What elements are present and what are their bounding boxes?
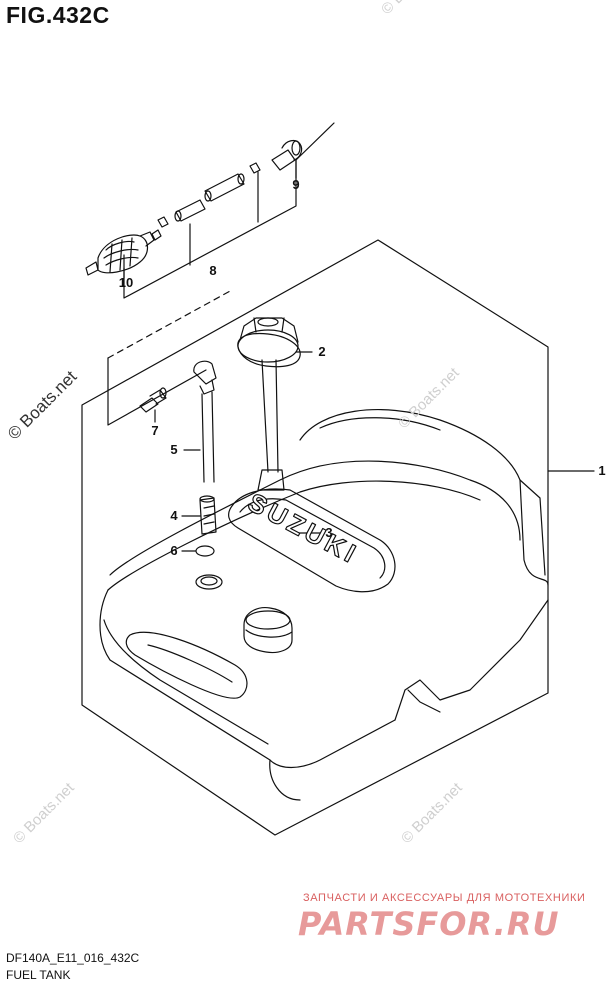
callout-8: 8 [209, 263, 217, 278]
frame-dashed [107, 289, 233, 359]
callout-5: 5 [170, 442, 178, 457]
fuel-connector [271, 139, 303, 171]
callout-4: 4 [170, 508, 178, 523]
primer-bulb [85, 229, 162, 276]
callout-10: 10 [118, 275, 134, 290]
hose-frame [123, 122, 335, 299]
hose-segments [157, 162, 261, 228]
figure-caption: FUEL TANK [6, 968, 71, 982]
callout-6: 6 [170, 543, 178, 558]
pipe-filter [199, 495, 217, 535]
fuel-gauge [237, 317, 299, 491]
promo-logo: PARTSFOR.RU [298, 905, 560, 943]
suction-pipe [193, 360, 217, 483]
fuel-tank-body [99, 332, 549, 801]
callout-9: 9 [292, 177, 300, 192]
assembly-boundary [81, 239, 549, 836]
figure-code: DF140A_E11_016_432C [6, 951, 140, 965]
promo-tagline: ЗАПЧАСТИ И АКСЕССУАРЫ ДЛЯ МОТОТЕХНИКИ [303, 892, 586, 904]
figure-title: FIG.432C [6, 2, 110, 28]
subgroup-frame-7 [107, 357, 207, 426]
fitting-7 [139, 387, 167, 413]
callout-2: 2 [318, 344, 326, 359]
tank-embossing: SUZUKI [243, 487, 364, 570]
o-ring-6 [195, 545, 215, 557]
callout-7: 7 [151, 423, 159, 438]
callout-1: 1 [598, 463, 606, 478]
callout-3: 3 [325, 525, 333, 540]
